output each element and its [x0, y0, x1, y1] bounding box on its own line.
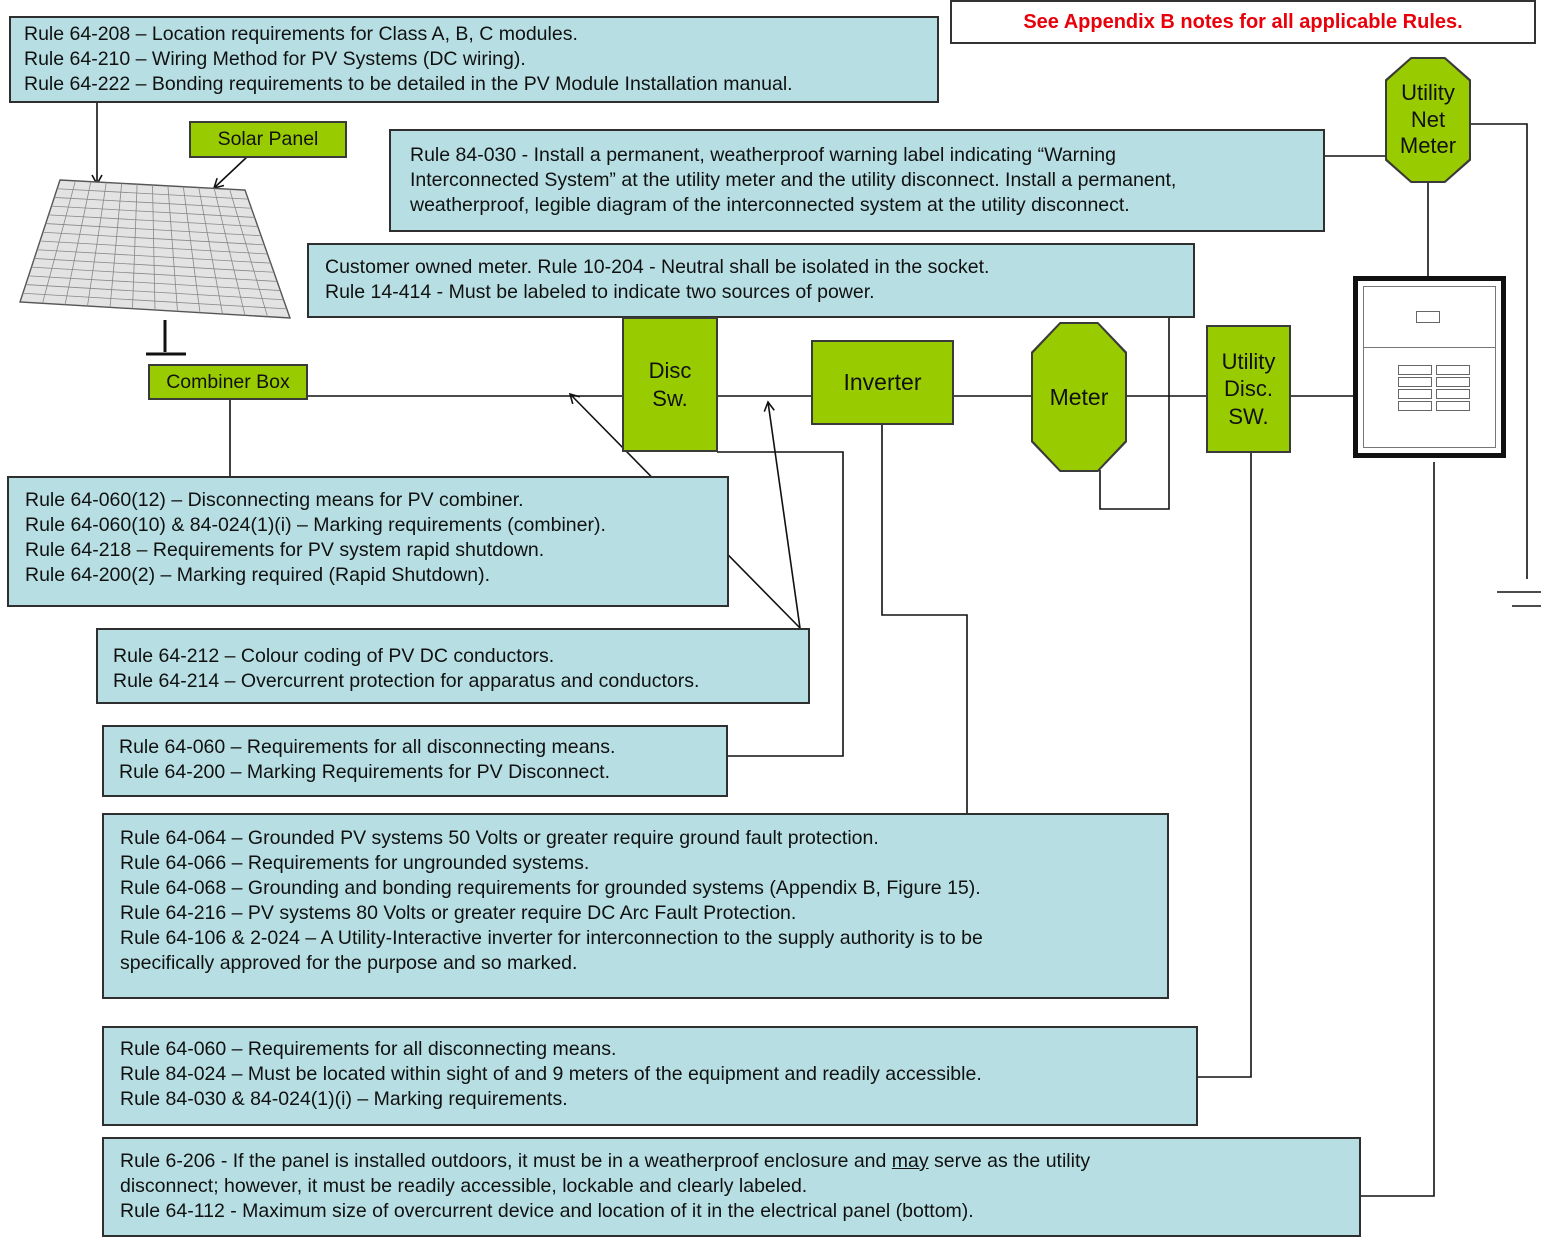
rule-line: Rule 64-068 – Grounding and bonding requ… [120, 877, 981, 899]
rule-line: Rule 64-060 – Requirements for all disco… [119, 736, 616, 758]
rule-line: Rule 64-060(12) – Disconnecting means fo… [25, 489, 524, 511]
inverter[interactable]: Inverter [811, 340, 954, 425]
rule-line: Rule 64-210 – Wiring Method for PV Syste… [24, 48, 526, 70]
rule-line: Rule 64-212 – Colour coding of PV DC con… [113, 645, 555, 667]
utility-disc-rules-box: Rule 64-060 – Requirements for all disco… [102, 1026, 1198, 1126]
rule-line: disconnect; however, it must be readily … [120, 1175, 808, 1197]
rule-line: Rule 64-216 – PV systems 80 Volts or gre… [120, 902, 797, 924]
panel-rules-box: Rule 6-206 - If the panel is installed o… [102, 1137, 1361, 1237]
utility-disc-switch[interactable]: Utility Disc. SW. [1206, 325, 1291, 453]
customer-meter-box: Customer owned meter. Rule 10-204 - Neut… [307, 243, 1195, 318]
rule-line: Rule 64-066 – Requirements for ungrounde… [120, 852, 590, 874]
rule-line: Rule 64-200 – Marking Requirements for P… [119, 761, 610, 783]
combiner-box[interactable]: Combiner Box [148, 364, 308, 400]
rule-line: Rule 64-222 – Bonding requirements to be… [24, 73, 793, 95]
rule-line: Rule 64-106 & 2-024 – A Utility-Interact… [120, 927, 983, 949]
rule-line: Rule 64-064 – Grounded PV systems 50 Vol… [120, 827, 879, 849]
utility-net-meter[interactable]: Utility Net Meter [1387, 59, 1469, 181]
disconnect-rules-box: Rule 64-060 – Requirements for all disco… [102, 725, 728, 797]
solar-array-icon [19, 179, 292, 319]
combiner-rules-box: Rule 64-060(12) – Disconnecting means fo… [7, 476, 729, 607]
conductor-rules-box: Rule 64-212 – Colour coding of PV DC con… [96, 628, 810, 704]
rule-line: Rule 64-214 – Overcurrent protection for… [113, 670, 700, 692]
rule-line: Rule 64-208 – Location requirements for … [24, 23, 578, 45]
appendix-note: See Appendix B notes for all applicable … [950, 0, 1536, 44]
module-rules-box: Rule 64-208 – Location requirements for … [9, 16, 939, 103]
rule-line: Rule 64-112 - Maximum size of overcurren… [120, 1200, 974, 1222]
rule-line: Rule 64-200(2) – Marking required (Rapid… [25, 564, 490, 586]
electrical-panel-icon[interactable] [1353, 276, 1506, 458]
rule-line: Rule 84-030 - Install a permanent, weath… [410, 144, 1116, 166]
rule-line: Rule 84-030 & 84-024(1)(i) – Marking req… [120, 1088, 568, 1110]
rule-line: Rule 64-060 – Requirements for all disco… [120, 1038, 617, 1060]
disc-switch[interactable]: Disc Sw. [622, 317, 718, 452]
rule-line: Rule 14-414 - Must be labeled to indicat… [325, 281, 875, 303]
inverter-rules-box: Rule 64-064 – Grounded PV systems 50 Vol… [102, 813, 1169, 999]
meter[interactable]: Meter [1033, 324, 1125, 470]
rule-line: Rule 64-218 – Requirements for PV system… [25, 539, 545, 561]
solar-panel-label: Solar Panel [189, 121, 347, 158]
rule-line: Rule 84-024 – Must be located within sig… [120, 1063, 982, 1085]
rule-line: weatherproof, legible diagram of the int… [410, 194, 1130, 216]
rule-line: Interconnected System” at the utility me… [410, 169, 1177, 191]
rule-line: Rule 64-060(10) & 84-024(1)(i) – Marking… [25, 514, 606, 536]
rule-line: specifically approved for the purpose an… [120, 952, 578, 974]
rule-line: Rule 6-206 - If the panel is installed o… [120, 1150, 1091, 1172]
warning-label-box: Rule 84-030 - Install a permanent, weath… [389, 129, 1325, 232]
rule-line: Customer owned meter. Rule 10-204 - Neut… [325, 256, 990, 278]
